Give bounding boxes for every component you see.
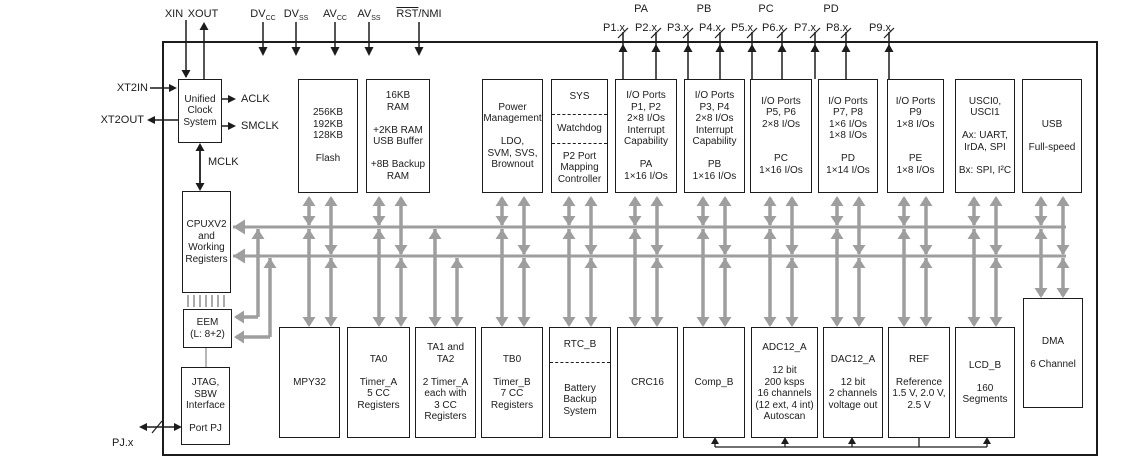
block-usci: USCI0, USCI1 Ax: UART, IrDA, SPI Bx: SPI… bbox=[955, 79, 1015, 193]
block-ref: REF Reference 1.5 V, 2.0 V, 2.5 V bbox=[888, 327, 950, 438]
block-rtc-section: RTC_B bbox=[563, 339, 597, 351]
block-flash: 256KB 192KB 128KB Flash bbox=[298, 79, 358, 193]
signal-label-aclk: ACLK bbox=[241, 93, 270, 105]
block-adc12-a: ADC12_A 12 bit 200 ksps 16 channels (12 … bbox=[751, 327, 818, 438]
block-lcd-b: LCD_B 160 Segments bbox=[955, 327, 1015, 438]
pin-label-p6x: P6.x bbox=[761, 22, 785, 34]
block-battery-backup-section: Battery Backup System bbox=[550, 362, 610, 437]
block-tb0: TB0 Timer_B 7 CC Registers bbox=[481, 327, 543, 438]
pin-label-avss: AVSS bbox=[357, 8, 381, 23]
pin-label-p8x: P8.x bbox=[825, 22, 849, 34]
pin-label-p9x: P9.x bbox=[868, 22, 892, 34]
block-unified-clock-system: Unified Clock System bbox=[178, 79, 222, 143]
block-ta1-ta2: TA1 and TA2 2 Timer_A each with 3 CC Reg… bbox=[415, 327, 476, 438]
block-io-ports-p1-p2: I/O Ports P1, P2 2×8 I/Os Interrupt Capa… bbox=[615, 79, 677, 193]
pin-label-rst-nmi: RST/NMI bbox=[396, 8, 442, 20]
signal-label-mclk: MCLK bbox=[208, 156, 239, 168]
block-dma: DMA 6 Channel bbox=[1023, 298, 1083, 408]
pin-label-p7x: P7.x bbox=[793, 22, 817, 34]
pin-label-p2x: P2.x bbox=[634, 22, 658, 34]
signal-label-smclk: SMCLK bbox=[241, 120, 279, 132]
pin-label-p5x: P5.x bbox=[730, 22, 754, 34]
block-io-ports-p7-p8: I/O Ports P7, P8 1×6 I/Os 1×8 I/Os PD 1×… bbox=[818, 79, 878, 193]
pin-label-avcc: AVCC bbox=[323, 8, 347, 23]
port-group-pc: PC bbox=[758, 3, 774, 15]
pin-label-pjx: PJ.x bbox=[112, 437, 134, 449]
block-dac12-a: DAC12_A 12 bit 2 channels voltage out bbox=[823, 327, 883, 438]
port-group-pb: PB bbox=[696, 3, 712, 15]
block-sys-watchdog-portmap: SYS Watchdog P2 Port Mapping Controller bbox=[551, 79, 608, 193]
pin-label-dvss: DVSS bbox=[283, 8, 309, 23]
block-watchdog-section: Watchdog bbox=[552, 114, 607, 143]
block-rtc-battery-backup: RTC_B Battery Backup System bbox=[549, 327, 611, 438]
pin-label-xout: XOUT bbox=[187, 8, 219, 20]
pin-label-p1x: P1.x bbox=[602, 22, 626, 34]
block-comp-b: Comp_B bbox=[683, 327, 745, 438]
block-sys-section: SYS bbox=[569, 91, 590, 103]
pin-label-xt2in: XT2IN bbox=[116, 82, 148, 94]
pin-label-xin: XIN bbox=[164, 8, 184, 20]
block-portmap-section: P2 Port Mapping Controller bbox=[552, 143, 607, 192]
block-io-ports-p5-p6: I/O Ports P5, P6 2×8 I/Os PC 1×16 I/Os bbox=[750, 79, 812, 193]
pin-label-p4x: P4.x bbox=[698, 22, 722, 34]
port-group-pd: PD bbox=[823, 3, 839, 15]
block-crc16: CRC16 bbox=[617, 327, 678, 438]
block-ram: 16KB RAM +2KB RAM USB Buffer +8B Backup … bbox=[366, 79, 430, 193]
pin-label-dvcc: DVCC bbox=[250, 8, 276, 23]
block-mpy32: MPY32 bbox=[279, 327, 340, 438]
block-io-ports-p3-p4: I/O Ports P3, P4 2×8 I/Os Interrupt Capa… bbox=[684, 79, 745, 193]
block-eem: EEM (L: 8+2) bbox=[183, 309, 232, 348]
port-group-pa: PA bbox=[634, 3, 648, 15]
block-power-management: Power Management LDO, SVM, SVS, Brownout bbox=[482, 79, 543, 193]
block-ta0: TA0 Timer_A 5 CC Registers bbox=[347, 327, 410, 438]
block-cpu: CPUXV2 and Working Registers bbox=[182, 191, 231, 293]
block-io-ports-p9: I/O Ports P9 1×8 I/Os PE 1×8 I/Os bbox=[887, 79, 944, 193]
block-usb: USB Full-speed bbox=[1022, 79, 1082, 193]
pin-label-p3x: P3.x bbox=[666, 22, 690, 34]
pin-label-xt2out: XT2OUT bbox=[100, 114, 144, 126]
block-jtag-sbw-portpj: JTAG, SBW Interface Port PJ bbox=[181, 367, 230, 445]
